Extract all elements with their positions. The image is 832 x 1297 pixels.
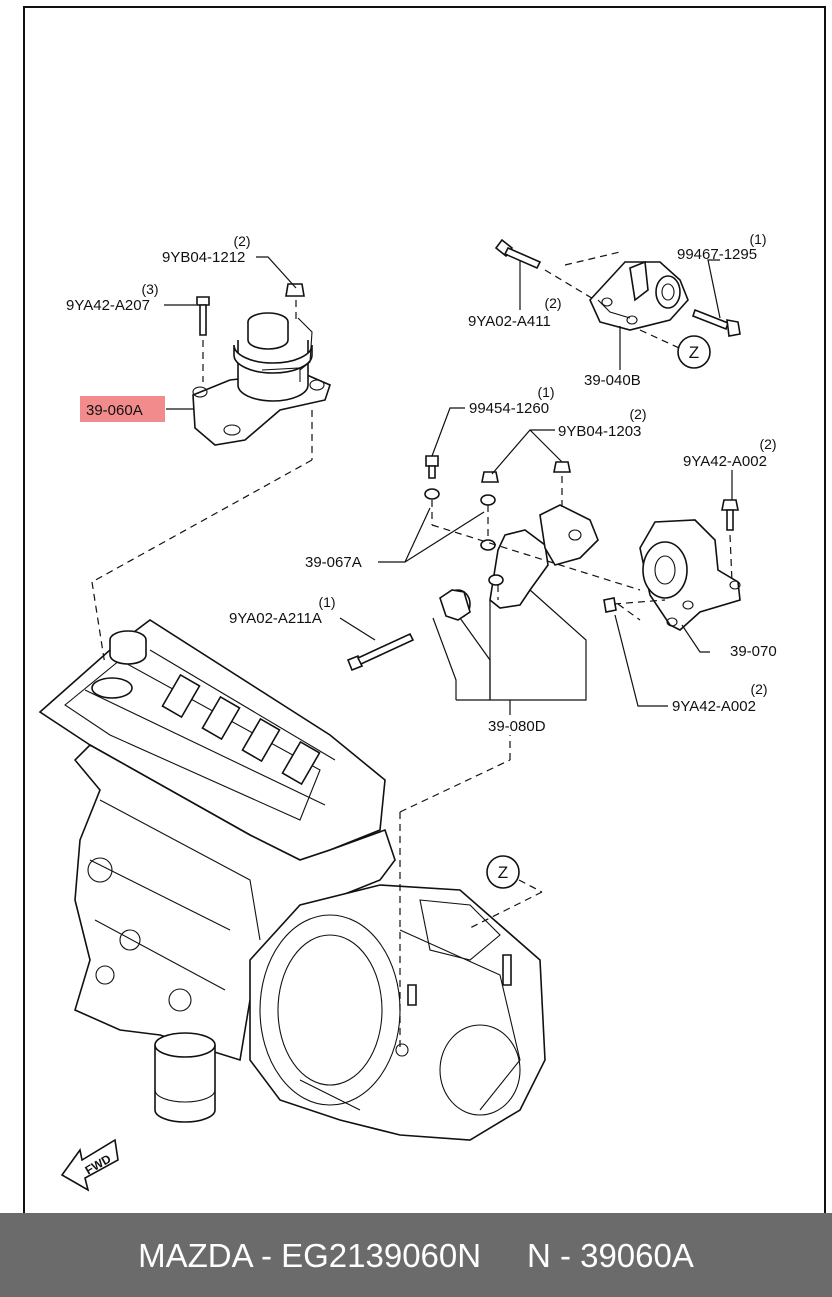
bolt-9ya02-a211a-drawing bbox=[346, 632, 415, 672]
bolt-9ya42-a002-top-drawing bbox=[721, 499, 739, 531]
label-9yb04-1212: 9YB04-1212 bbox=[162, 249, 245, 266]
bracket-39-080d-drawing bbox=[439, 504, 599, 621]
mount-39-040b-drawing bbox=[589, 260, 689, 331]
label-9yb04-1203: 9YB04-1203 bbox=[558, 423, 641, 440]
label-9ya42-a002-top: 9YA42-A002 bbox=[683, 453, 767, 470]
qty-9ya02-a411: (2) bbox=[544, 295, 561, 311]
engine-block-drawing bbox=[38, 619, 546, 1141]
label-99467-1295: 99467-1295 bbox=[677, 246, 757, 263]
label-39-060a: 39-060A bbox=[86, 402, 143, 419]
qty-9ya42-a207: (3) bbox=[141, 281, 158, 297]
label-9ya42-a207: 9YA42-A207 bbox=[66, 297, 150, 314]
qty-9yb04-1203: (2) bbox=[629, 406, 646, 422]
mount-39-070-drawing bbox=[639, 519, 741, 631]
qty-99467-1295: (1) bbox=[749, 231, 766, 247]
fwd-arrow-icon: FWD bbox=[60, 1138, 119, 1192]
label-9ya42-a002-bottom: 9YA42-A002 bbox=[672, 698, 756, 715]
label-9ya02-a411: 9YA02-A411 bbox=[468, 313, 551, 330]
z-marker-lower: Z bbox=[486, 855, 520, 889]
engine-mount-39-060a-drawing bbox=[192, 312, 331, 446]
qty-99454-1260: (1) bbox=[537, 384, 554, 400]
label-39-070: 39-070 bbox=[730, 643, 777, 660]
z-marker-upper: Z bbox=[677, 335, 711, 369]
part-number-caption: MAZDA - EG2139060N N - 39060A bbox=[138, 1237, 694, 1274]
qty-9ya42-a002-top: (2) bbox=[759, 436, 776, 452]
qty-9ya02-a211a: (1) bbox=[318, 594, 335, 610]
caption-bar bbox=[0, 1213, 832, 1297]
bolt-99467-1295-drawing bbox=[692, 308, 741, 337]
z-marker-upper-label: Z bbox=[689, 343, 699, 362]
label-99454-1260: 99454-1260 bbox=[469, 400, 549, 417]
bolt-9ya02-a411-drawing bbox=[494, 238, 542, 270]
nut-9yb04-1212-drawing bbox=[285, 283, 305, 320]
label-39-067a: 39-067A bbox=[305, 554, 362, 571]
label-9ya02-a211a: 9YA02-A211A bbox=[229, 610, 322, 627]
z-marker-lower-label: Z bbox=[498, 863, 508, 882]
qty-9yb04-1212: (2) bbox=[233, 233, 250, 249]
label-39-080d: 39-080D bbox=[488, 718, 546, 735]
highlight-39-060a bbox=[80, 396, 165, 422]
qty-9ya42-a002-bottom: (2) bbox=[750, 681, 767, 697]
bolt-9ya42-a207-drawing bbox=[196, 296, 210, 382]
label-39-040b: 39-040B bbox=[584, 372, 641, 389]
